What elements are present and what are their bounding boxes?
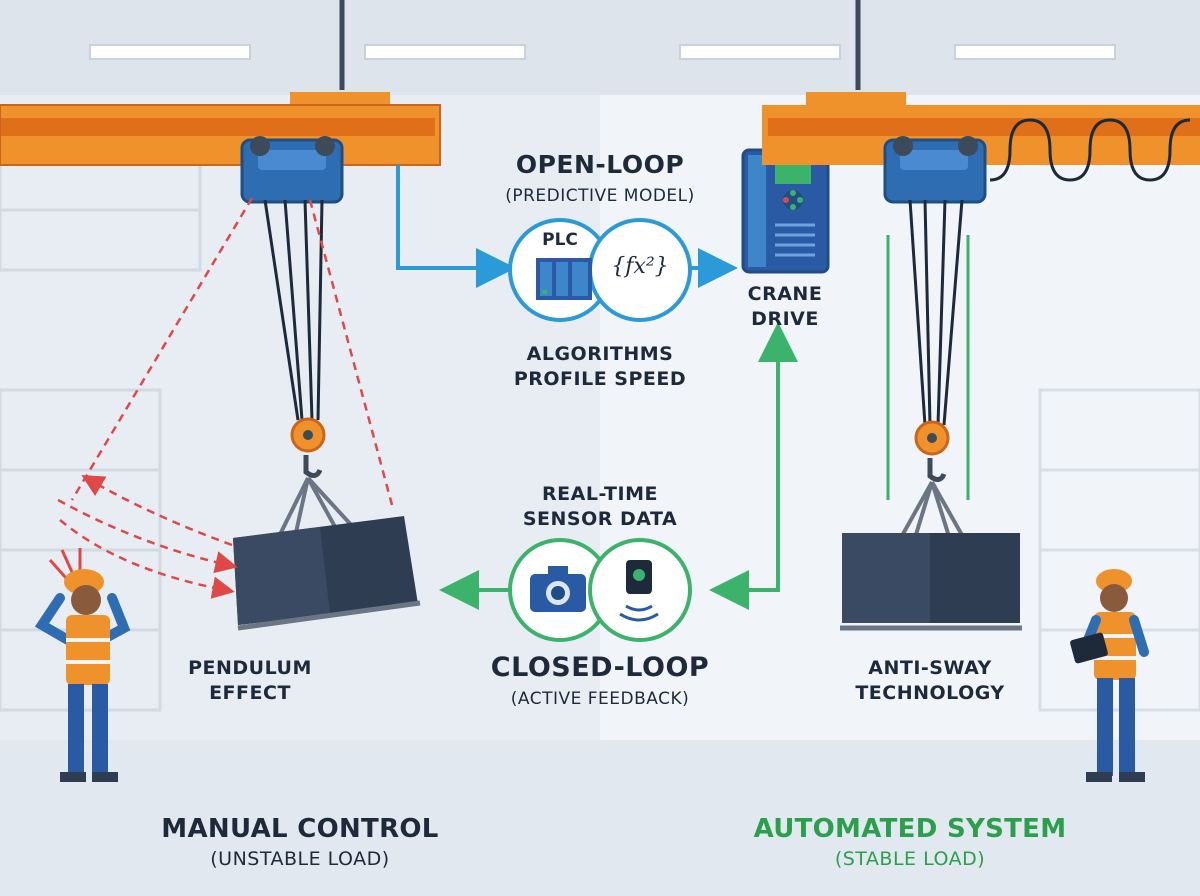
closed-loop-subtitle: (ACTIVE FEEDBACK) — [510, 689, 690, 709]
right-hook — [914, 420, 950, 482]
algorithms-label: ALGORITHMS PROFILE SPEED — [480, 342, 720, 392]
sensor-data-label: REAL-TIME SENSOR DATA — [480, 482, 720, 532]
crane-drive-line1: CRANE — [747, 283, 823, 305]
pendulum-swing-lines — [57, 197, 394, 599]
open-loop-arrow-in — [396, 165, 516, 288]
right-cables — [908, 199, 964, 426]
open-loop-title: OPEN-LOOP — [515, 150, 685, 179]
anti-sway-label: ANTI-SWAY TECHNOLOGY — [840, 656, 1020, 706]
automated-system-title: AUTOMATED SYSTEM — [753, 814, 1067, 844]
ceiling-lights — [89, 44, 1116, 60]
sensor-icon-group — [508, 538, 692, 642]
pendulum-line1: PENDULUM — [188, 657, 312, 679]
right-load — [840, 533, 1022, 631]
right-trolley — [883, 136, 987, 204]
left-hook — [290, 417, 326, 478]
plc-label: PLC — [542, 230, 578, 250]
left-trolley — [240, 136, 344, 204]
crane-drive-line2: DRIVE — [751, 308, 819, 330]
automated-system-subtitle: (STABLE LOAD) — [834, 848, 986, 870]
pendulum-line2: EFFECT — [209, 682, 291, 704]
sensor-line1: REAL-TIME — [542, 483, 658, 505]
tablet-icon — [1070, 632, 1108, 664]
algorithms-line2: PROFILE SPEED — [513, 368, 687, 390]
pendulum-effect-label: PENDULUM EFFECT — [185, 656, 315, 706]
left-cables — [263, 199, 324, 421]
floor — [0, 740, 1200, 896]
formula-icon: {fx²} — [611, 254, 669, 279]
manual-control-title: MANUAL CONTROL — [161, 814, 439, 844]
sensor-icon — [619, 560, 659, 622]
camera-icon — [530, 566, 586, 612]
closed-loop-title: CLOSED-LOOP — [490, 652, 710, 683]
manual-control-subtitle: (UNSTABLE LOAD) — [210, 848, 390, 870]
plc-icon-group — [508, 218, 692, 322]
anti-sway-line2: TECHNOLOGY — [855, 682, 1005, 704]
calm-worker-with-tablet — [1070, 569, 1149, 782]
stressed-worker — [34, 548, 131, 782]
left-load — [233, 516, 421, 631]
sensor-line2: SENSOR DATA — [522, 508, 678, 530]
algorithms-line1: ALGORITHMS — [526, 343, 674, 365]
anti-sway-line1: ANTI-SWAY — [868, 657, 992, 679]
crane-drive-cabinet-icon — [741, 148, 830, 274]
open-loop-subtitle: (PREDICTIVE MODEL) — [505, 186, 695, 206]
left-crane — [0, 0, 441, 166]
stability-lines — [886, 235, 970, 500]
crane-drive-label: CRANE DRIVE — [730, 282, 840, 332]
